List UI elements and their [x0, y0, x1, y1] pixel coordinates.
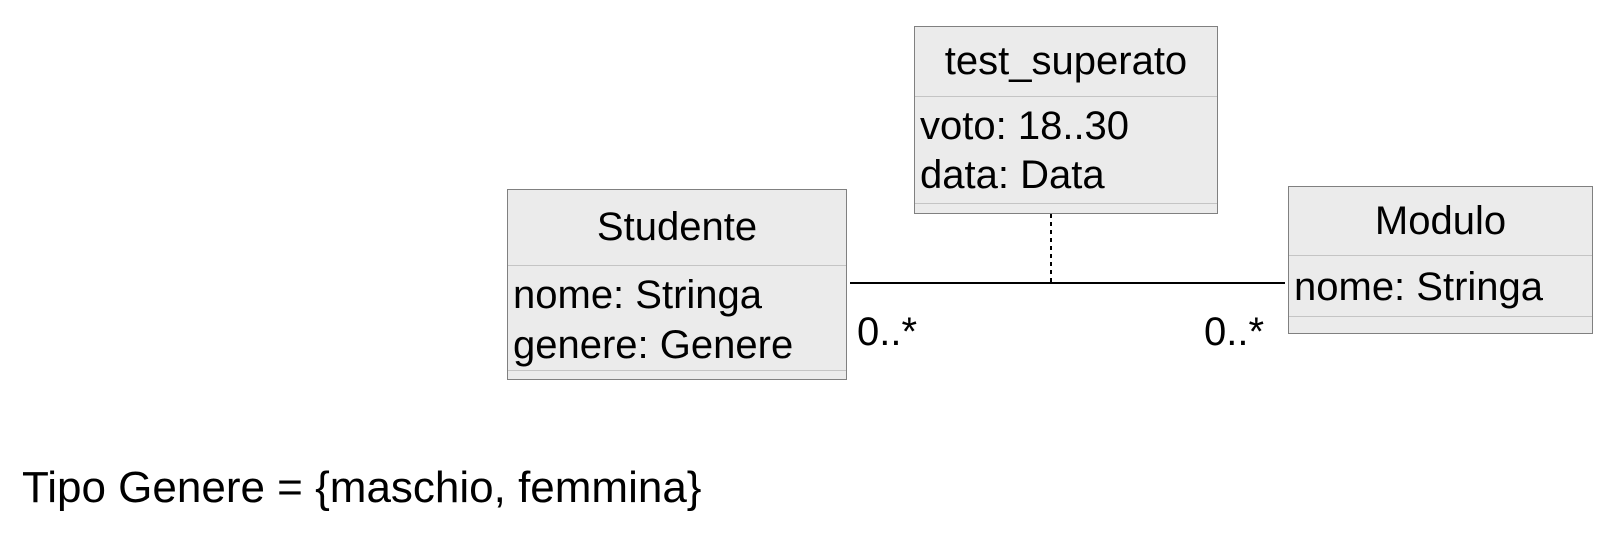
- class-test-superato[interactable]: test_superato voto: 18..30 data: Data: [914, 26, 1218, 214]
- class-modulo[interactable]: Modulo nome: Stringa: [1288, 186, 1593, 334]
- class-name: test_superato: [915, 27, 1217, 97]
- class-name: Modulo: [1289, 187, 1592, 256]
- class-attributes: voto: 18..30 data: Data: [915, 97, 1217, 204]
- attribute-genere: genere: Genere: [513, 323, 794, 367]
- class-attributes: nome: Stringa: [1289, 256, 1592, 317]
- attribute-nome: nome: Stringa: [1294, 265, 1544, 309]
- attribute-data: data: Data: [920, 153, 1105, 197]
- type-definition: Tipo Genere = {maschio, femmina}: [22, 463, 702, 512]
- multiplicity-left: 0..*: [857, 310, 918, 354]
- attribute-voto: voto: 18..30: [920, 104, 1130, 148]
- class-studente[interactable]: Studente nome: Stringa genere: Genere: [507, 189, 847, 380]
- class-attributes: nome: Stringa genere: Genere: [508, 266, 846, 371]
- class-name: Studente: [508, 190, 846, 266]
- attribute-nome: nome: Stringa: [513, 273, 763, 317]
- multiplicity-right: 0..*: [1204, 310, 1265, 354]
